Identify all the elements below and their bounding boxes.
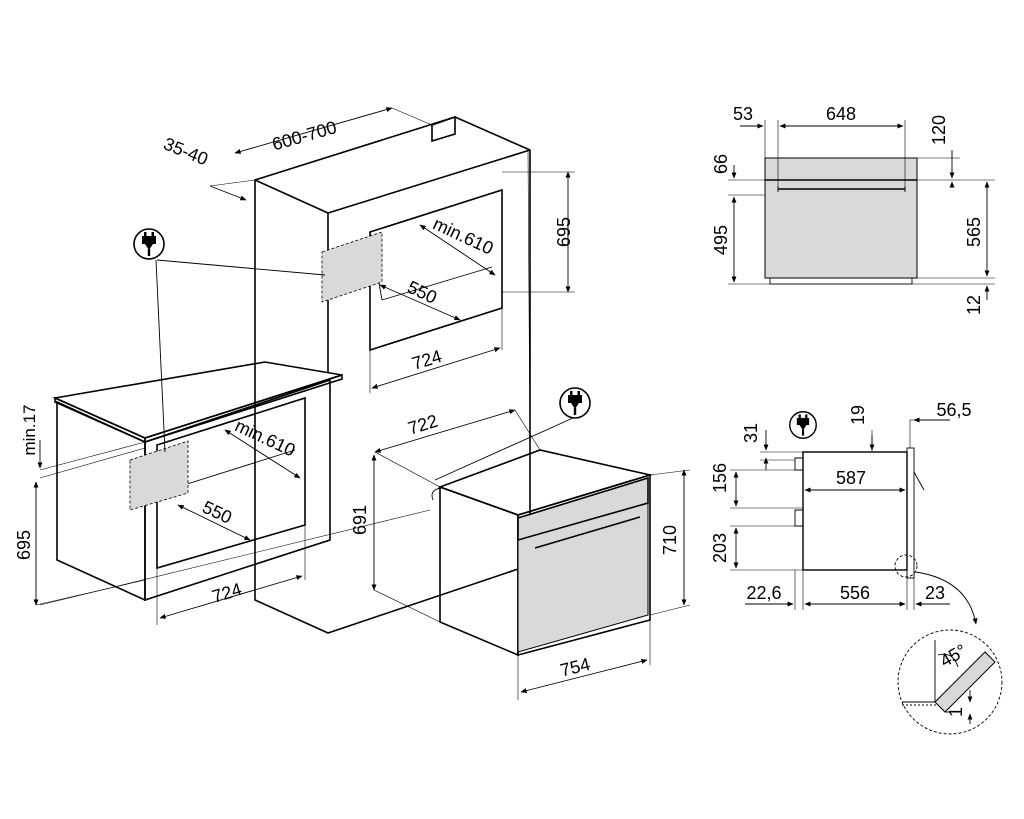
label-side-body: 556	[840, 583, 870, 603]
label-counter-min-gap: min.17	[20, 404, 39, 455]
label-column-niche-width: 724	[410, 346, 445, 374]
label-side-top-offset: 31	[741, 423, 761, 443]
label-side-203: 203	[710, 533, 730, 563]
label-oven-front-width: 754	[558, 654, 592, 681]
label-counter-min-depth: min.610	[232, 415, 298, 460]
label-column-min-depth: min.610	[430, 213, 496, 258]
front-view	[728, 120, 995, 300]
label-top-left: 53	[733, 104, 753, 124]
oven-3d	[431, 449, 654, 657]
label-counter-height: 695	[14, 530, 34, 560]
counter-cabinet	[52, 361, 343, 602]
label-front-top: 66	[711, 154, 731, 174]
plug-icon	[559, 387, 591, 419]
label-detail-offset: 1	[946, 707, 966, 717]
label-column-width: 550	[404, 277, 440, 308]
side-view	[730, 417, 978, 625]
label-counter-niche-width: 724	[210, 579, 245, 607]
label-oven-front-height: 710	[660, 525, 680, 555]
label-oven-side-height: 691	[350, 505, 370, 535]
label-column-gap: 35-40	[161, 134, 211, 170]
label-front-total: 565	[964, 217, 984, 247]
dimension-lines	[33, 107, 691, 700]
label-side-gap: 19	[848, 405, 868, 425]
label-column-height: 695	[554, 217, 574, 247]
label-side-right: 23	[925, 583, 945, 603]
plug-icon	[133, 228, 165, 260]
label-side-156: 156	[710, 463, 730, 493]
dimension-labels: 600-700 35-40 695 min.610 550 724 min.17…	[14, 104, 984, 717]
label-front-bottom: 12	[964, 295, 984, 315]
column-cabinet	[254, 115, 531, 634]
label-side-depth: 587	[836, 468, 866, 488]
detail-circle	[897, 629, 1003, 735]
label-front-body: 495	[711, 225, 731, 255]
plug-icon	[789, 411, 817, 439]
label-column-depth: 600-700	[270, 117, 339, 154]
label-top-width: 648	[826, 104, 856, 124]
label-top-right: 120	[929, 115, 949, 145]
label-side-left: 22,6	[746, 583, 781, 603]
label-side-door: 56,5	[936, 400, 971, 420]
label-counter-width: 550	[199, 497, 235, 528]
